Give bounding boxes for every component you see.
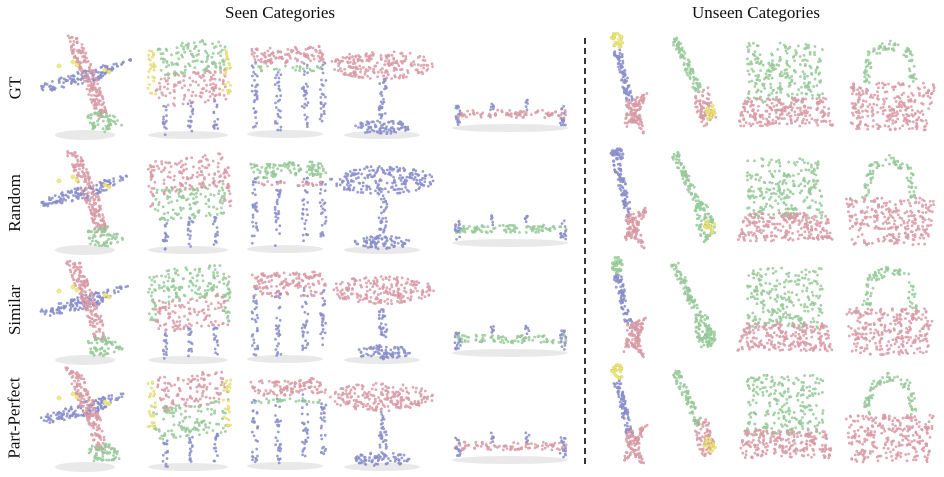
laptop-pointcloud: [735, 370, 835, 465]
table-square-pointcloud: [240, 149, 335, 253]
row-label-random: Random: [5, 173, 25, 232]
guitar-pointcloud: [603, 145, 653, 253]
bag-pointcloud: [840, 367, 940, 467]
bench-pointcloud: [450, 155, 572, 250]
chair-pointcloud: [143, 255, 238, 364]
chair-pointcloud: [143, 362, 238, 471]
guitar-side-pointcloud: [666, 364, 721, 469]
guitar-side-pointcloud: [666, 257, 721, 362]
bag-pointcloud: [840, 35, 940, 135]
unseen-categories-header: Unseen Categories: [692, 3, 820, 22]
guitar-side-pointcloud: [666, 32, 721, 137]
seen-unseen-divider: [584, 38, 586, 464]
row-label-similar: Similar: [5, 284, 24, 336]
guitar-pointcloud: [603, 362, 653, 470]
airplane-pointcloud: [35, 362, 140, 472]
row-label-part-perfect: Part-Perfect: [5, 377, 24, 459]
seen-categories-header: Seen Categories: [225, 3, 335, 22]
bench-pointcloud: [450, 372, 572, 467]
table-square-pointcloud: [240, 34, 335, 138]
table-round-pointcloud: [327, 260, 442, 364]
results-row-random: [30, 145, 944, 260]
laptop-pointcloud: [735, 263, 835, 358]
table-square-pointcloud: [240, 366, 335, 470]
guitar-pointcloud: [603, 30, 653, 138]
results-row-similar: [30, 255, 944, 370]
row-label-gt: GT: [4, 76, 24, 99]
chair-pointcloud: [143, 30, 238, 139]
bag-pointcloud: [840, 150, 940, 250]
bench-pointcloud: [450, 40, 572, 135]
table-round-pointcloud: [327, 367, 442, 471]
laptop-pointcloud: [735, 38, 835, 133]
laptop-pointcloud: [735, 153, 835, 248]
airplane-pointcloud: [35, 145, 140, 255]
table-round-pointcloud: [327, 150, 442, 254]
results-row-gt: [30, 30, 944, 145]
bag-pointcloud: [840, 260, 940, 360]
results-row-part-perfect: [30, 362, 944, 477]
guitar-side-pointcloud: [666, 147, 721, 252]
airplane-pointcloud: [35, 30, 140, 140]
guitar-pointcloud: [603, 255, 653, 363]
chair-pointcloud: [143, 145, 238, 254]
bench-pointcloud: [450, 265, 572, 360]
airplane-pointcloud: [35, 255, 140, 365]
table-square-pointcloud: [240, 259, 335, 363]
table-round-pointcloud: [327, 35, 442, 139]
